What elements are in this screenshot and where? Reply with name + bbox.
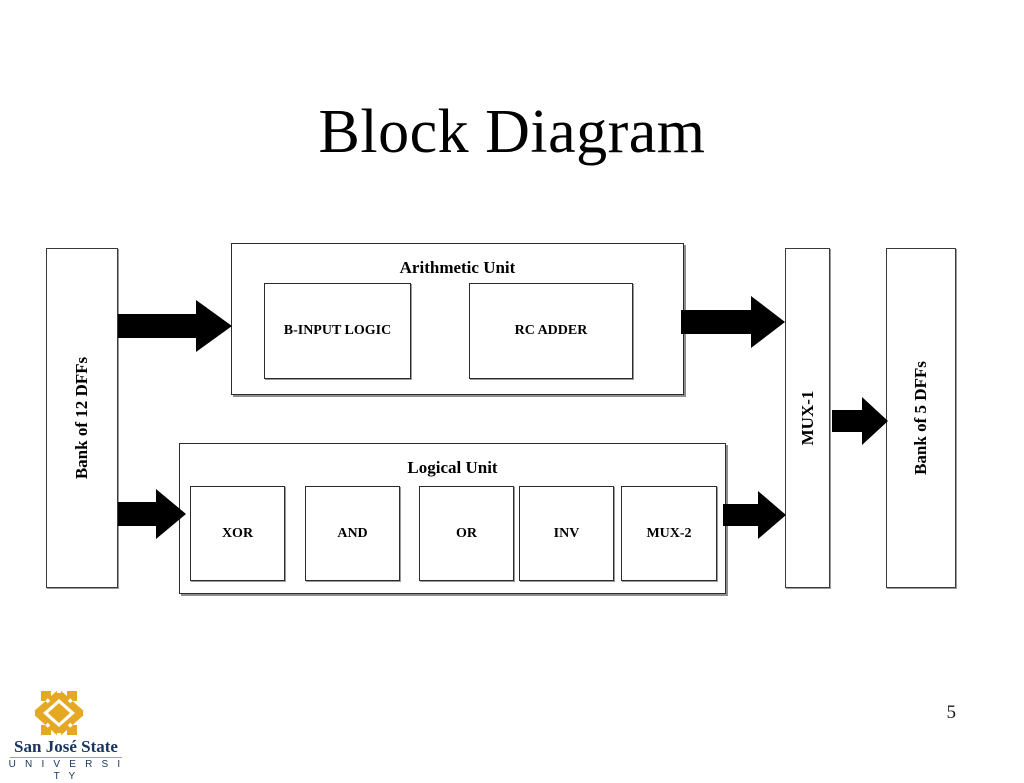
group-arithmetic-unit[interactable]: Arithmetic Unit B-INPUT LOGIC RC ADDER xyxy=(231,243,684,395)
sjsu-subtitle: U N I V E R S I T Y xyxy=(8,759,124,782)
unit-mux-2-label: MUX-2 xyxy=(646,525,692,541)
sjsu-rule xyxy=(10,757,122,758)
block-bank-of-12-dffs-label: Bank of 12 DFFs xyxy=(72,356,91,480)
arrow-mux1-to-dff5 xyxy=(832,397,888,445)
unit-and[interactable]: AND xyxy=(305,486,400,581)
unit-xor[interactable]: XOR xyxy=(190,486,285,581)
unit-b-input-logic-label: B-INPUT LOGIC xyxy=(283,323,392,338)
group-logical-unit-title: Logical Unit xyxy=(407,458,498,477)
sjsu-diamond-mark-icon xyxy=(30,688,88,738)
page-title: Block Diagram xyxy=(318,98,706,166)
arrow-dff12-to-logical xyxy=(118,489,186,539)
unit-or-label: OR xyxy=(456,525,477,541)
block-bank-of-12-dffs[interactable]: Bank of 12 DFFs xyxy=(46,248,118,588)
unit-b-input-logic[interactable]: B-INPUT LOGIC xyxy=(264,283,411,379)
unit-mux-2[interactable]: MUX-2 xyxy=(621,486,717,581)
sjsu-wordmark: San José State U N I V E R S I T Y xyxy=(4,738,128,783)
group-arithmetic-unit-title: Arithmetic Unit xyxy=(399,258,516,277)
unit-rc-adder-label: RC ADDER xyxy=(514,323,588,338)
block-mux-1[interactable]: MUX-1 xyxy=(785,248,830,588)
unit-rc-adder[interactable]: RC ADDER xyxy=(469,283,633,379)
arrow-arithmetic-to-mux1 xyxy=(681,296,785,348)
arrow-dff12-to-arithmetic xyxy=(118,300,232,352)
block-bank-of-5-dffs[interactable]: Bank of 5 DFFs xyxy=(886,248,956,588)
unit-inv[interactable]: INV xyxy=(519,486,614,581)
sjsu-name: San José State xyxy=(14,737,118,756)
unit-inv-label: INV xyxy=(553,525,580,541)
group-logical-unit[interactable]: Logical Unit XOR AND OR INV MUX-2 xyxy=(179,443,726,594)
arrow-logical-to-mux1 xyxy=(723,491,786,539)
unit-or[interactable]: OR xyxy=(419,486,514,581)
block-bank-of-5-dffs-label: Bank of 5 DFFs xyxy=(911,361,930,475)
sjsu-logo: San José State U N I V E R S I T Y xyxy=(4,688,128,782)
unit-xor-label: XOR xyxy=(221,525,254,541)
page-number: 5 xyxy=(946,702,957,723)
unit-and-label: AND xyxy=(337,525,368,541)
block-mux-1-label: MUX-1 xyxy=(797,390,817,446)
